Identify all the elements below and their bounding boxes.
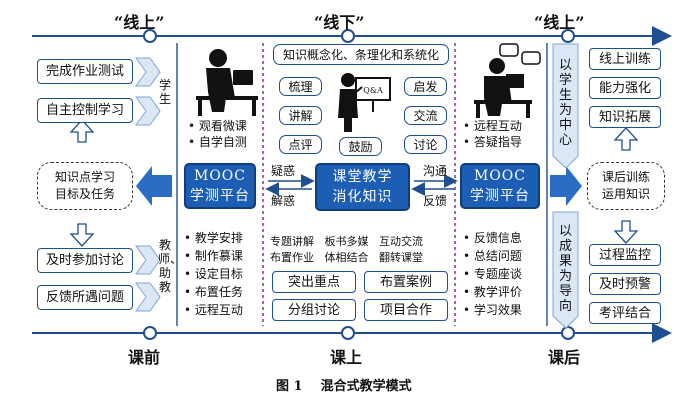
classroom-line2: 消化知识 <box>332 189 393 205</box>
mooc-right-item-3: • 专题座谈 <box>463 267 522 281</box>
mooc-left-item-2: • 自学自测 <box>188 135 247 149</box>
knowledge-goals-line1: 知识点学习 <box>54 170 115 184</box>
arrow-up-left <box>69 119 95 143</box>
chevron-left-3 <box>135 245 161 275</box>
top-node-3 <box>561 29 575 43</box>
mooc-right-item-4: • 教学评价 <box>463 285 522 299</box>
teacher-item-1: • 教学安排 <box>184 231 243 245</box>
box-post-class-training: 课后训练 运用知识 <box>587 162 665 210</box>
board-text: Q&A <box>363 86 383 95</box>
mooc-right-item-1: • 反馈信息 <box>463 231 522 245</box>
top-node-1 <box>143 29 157 43</box>
bottom-node-3 <box>561 326 575 340</box>
word-feedback: 反馈 <box>423 194 448 208</box>
classroom-teaching-box: 课堂教学 消化知识 <box>315 163 410 211</box>
mooc-right-line2: 学测平台 <box>470 188 530 204</box>
teacher-board-icon: Q&A <box>338 73 391 132</box>
post-class-line2: 运用知识 <box>601 187 650 201</box>
mooc-right-item-2: • 总结问题 <box>463 249 522 263</box>
box-highlight-key: 突出重点 <box>272 271 356 293</box>
figure-caption: 图 1 混合式教学模式 <box>276 379 412 394</box>
mooc-right-line1: MOOC <box>473 168 526 184</box>
mooc-right-item-5: • 学习效果 <box>463 303 522 317</box>
chevron-student-center <box>552 43 579 169</box>
arrow-to-left-center <box>136 166 172 206</box>
student-label: 学生 <box>158 78 171 106</box>
mooc-right-top-item-1: • 远程互动 <box>463 119 522 133</box>
bottom-label-in-class: 课上 <box>330 348 363 367</box>
box-join-discussion: 及时参加讨论 <box>37 248 133 273</box>
mooc-right-top-item-2: • 答疑指导 <box>463 135 522 149</box>
box-online-training: 线上训练 <box>589 48 661 70</box>
top-label-online-2: “线上” <box>534 13 585 32</box>
remote-student-icon <box>474 43 541 118</box>
box-assessment-combine: 考评结合 <box>589 302 661 324</box>
methods-line-1: 专题讲解 板书多媒 互动交流 <box>270 235 423 248</box>
box-knowledge-goals: 知识点学习 目标及任务 <box>37 162 133 210</box>
box-timely-warning: 及时预警 <box>589 273 661 295</box>
arrow-down-left <box>69 223 95 247</box>
box-assign-cases: 布置案例 <box>364 271 448 293</box>
post-class-line1: 课后训练 <box>601 170 650 184</box>
knowledge-goals-line2: 目标及任务 <box>54 187 115 201</box>
chevron-left-2 <box>135 96 161 126</box>
chevron-left-1 <box>135 57 161 87</box>
classroom-line1: 课堂教学 <box>332 169 393 185</box>
arrow-down-right <box>613 220 639 244</box>
mooc-left-line2: 学测平台 <box>190 188 250 204</box>
top-label-offline: “线下” <box>314 13 365 32</box>
mooc-platform-right: MOOC 学测平台 <box>460 163 540 209</box>
header-conceptualize: 知识概念化、条理化和系统化 <box>273 44 449 65</box>
teacher-label: 教师、助教 <box>158 238 183 294</box>
box-project-collab: 项目合作 <box>364 299 448 321</box>
box-process-monitor: 过程监控 <box>589 244 661 266</box>
box-group-discussion: 分组讨论 <box>272 299 356 321</box>
box-communicate: 交流 <box>404 106 447 125</box>
bottom-label-after-class: 课后 <box>548 348 581 367</box>
bottom-node-1 <box>143 326 157 340</box>
teacher-item-4: • 布置任务 <box>184 285 243 299</box>
box-sort-out: 梳理 <box>279 77 322 96</box>
box-discuss: 讨论 <box>404 135 447 154</box>
word-doubt: 疑惑 <box>271 164 296 178</box>
chevron-text-outcome: 以成果为导向 <box>558 224 572 314</box>
top-node-2 <box>341 29 355 43</box>
box-ability-strengthen: 能力强化 <box>589 77 661 99</box>
box-encourage: 鼓励 <box>339 137 382 156</box>
student-desk-icon <box>196 49 258 116</box>
arrow-to-right-center <box>550 166 582 206</box>
chevron-left-4 <box>135 282 161 312</box>
chevron-outcome-oriented <box>552 211 579 329</box>
bottom-label-before-class: 课前 <box>128 348 161 367</box>
teacher-item-5: • 远程互动 <box>184 303 243 317</box>
box-explain: 讲解 <box>279 106 322 125</box>
box-complete-tests: 完成作业测试 <box>37 59 133 84</box>
word-resolve: 解惑 <box>271 194 296 208</box>
word-communication: 沟通 <box>423 164 448 178</box>
box-comment: 点评 <box>279 135 322 154</box>
teacher-item-2: • 制作慕课 <box>184 249 243 263</box>
arrow-up-right <box>613 127 639 151</box>
box-knowledge-expand: 知识拓展 <box>589 106 661 128</box>
chevron-text-student-center: 以学生为中心 <box>558 58 572 148</box>
methods-line-2: 布置作业 体相结合 翻转课堂 <box>270 251 423 264</box>
mooc-left-item-1: • 观看微课 <box>188 119 247 133</box>
mooc-platform-left: MOOC 学测平台 <box>184 163 256 209</box>
bottom-node-2 <box>341 326 355 340</box>
box-report-problems: 反馈所遇问题 <box>37 285 133 310</box>
teacher-item-3: • 设定目标 <box>184 267 243 281</box>
box-inspire: 启发 <box>404 77 447 96</box>
box-self-learning: 自主控制学习 <box>37 98 133 123</box>
mooc-left-line1: MOOC <box>193 168 246 184</box>
top-label-online-1: “线上” <box>114 13 165 32</box>
